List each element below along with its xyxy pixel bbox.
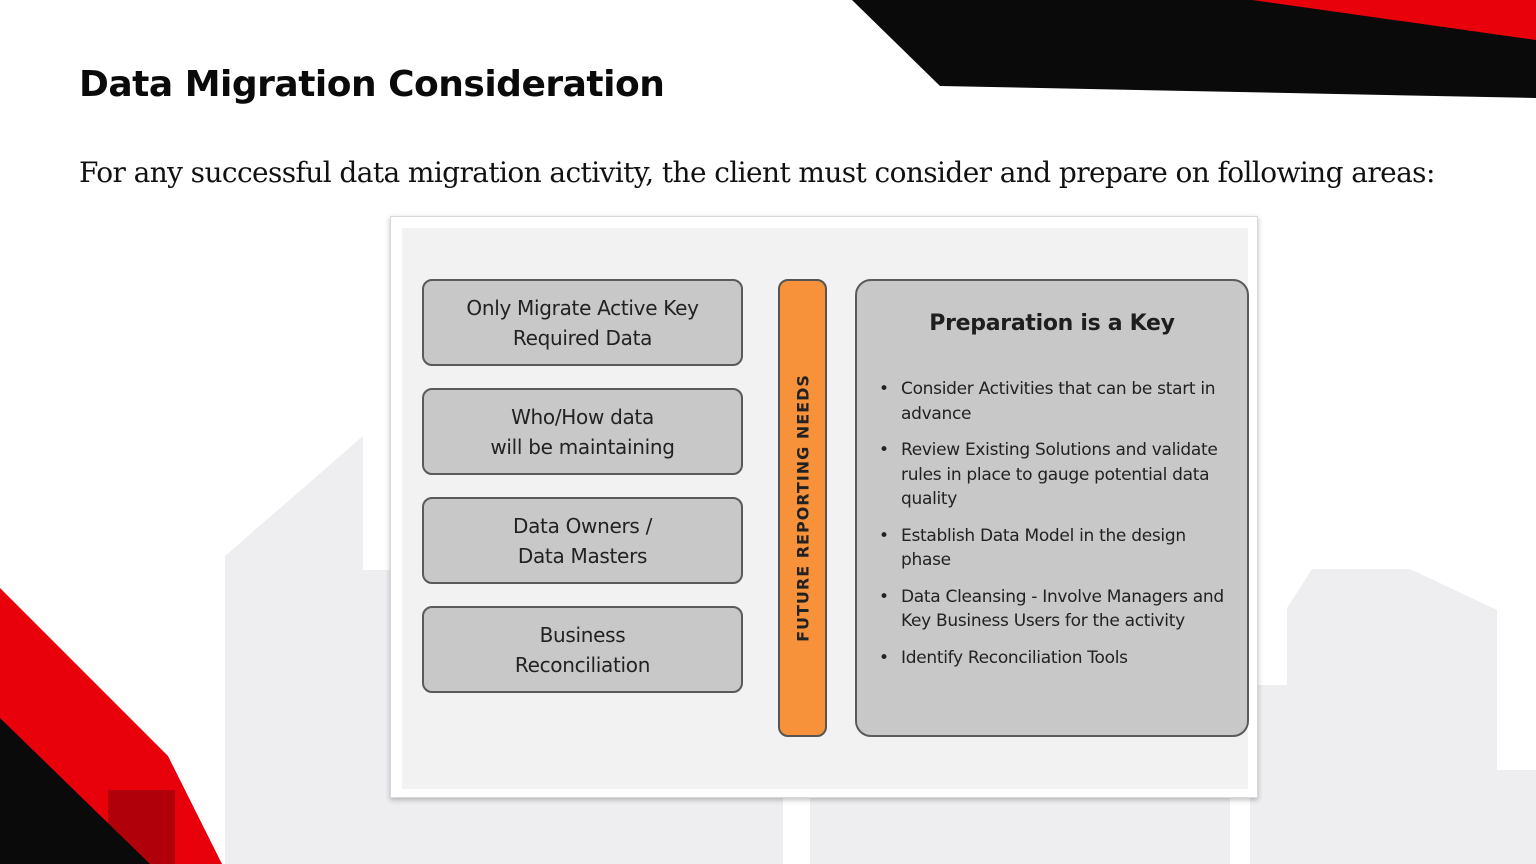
list-item: • Consider Activities that can be start i… [879, 377, 1233, 426]
panel-title: Preparation is a Key [929, 311, 1175, 336]
bullet-icon: • [879, 525, 889, 546]
box-label: Business Reconciliation [514, 622, 651, 677]
banner-red-shape [1252, 0, 1536, 40]
banner-black-shape [852, 0, 1536, 98]
diagram-figure: Only Migrate Active Key Required Data Wh… [390, 216, 1258, 798]
skyline-base-mid [810, 798, 1230, 864]
skyline-left-building [225, 436, 363, 864]
slide-subtitle: For any successful data migration activi… [79, 156, 1435, 189]
bullet-icon: • [879, 440, 889, 460]
list-item: • Identify Reconciliation Tools [879, 646, 1233, 671]
box-migrate-active-data: Only Migrate Active Key Required Data [422, 279, 743, 366]
corner-black-shape [0, 718, 150, 864]
preparation-list: • Consider Activities that can be start i… [879, 377, 1233, 682]
box-data-owners: Data Owners / Data Masters [422, 497, 743, 584]
box-label: Who/How data will be maintaining [490, 404, 675, 459]
list-item-text: Establish Data Model in the design phase [901, 525, 1186, 571]
list-item-text: Consider Activities that can be start in… [901, 379, 1216, 424]
box-data-maintenance: Who/How data will be maintaining [422, 388, 743, 475]
future-reporting-bar: FUTURE REPORTING NEEDS [778, 279, 827, 737]
diagram-canvas: Only Migrate Active Key Required Data Wh… [402, 228, 1249, 789]
skyline-base-left [363, 798, 783, 864]
list-item: • Data Cleansing - Involve Managers and K… [879, 585, 1233, 634]
list-item: • Review Existing Solutions and validate … [879, 438, 1233, 512]
box-business-reconciliation: Business Reconciliation [422, 606, 743, 693]
list-item-text: Review Existing Solutions and validate r… [901, 440, 1218, 509]
slide-title: Data Migration Consideration [79, 64, 665, 105]
preparation-panel: Preparation is a Key • Consider Activitie… [855, 279, 1249, 737]
list-item-text: Data Cleansing - Involve Managers and Ke… [901, 586, 1224, 632]
skyline-right-building [1250, 569, 1536, 864]
list-item: • Establish Data Model in the design phas… [879, 524, 1233, 573]
bullet-icon: • [879, 379, 889, 399]
corner-red-stripe [168, 756, 222, 864]
box-label: Only Migrate Active Key Required Data [466, 295, 699, 350]
bullet-icon: • [879, 586, 889, 607]
list-item-text: Identify Reconciliation Tools [901, 647, 1128, 668]
box-label: Data Owners / Data Masters [512, 513, 653, 568]
vertical-bar-label: FUTURE REPORTING NEEDS [793, 374, 812, 642]
bullet-icon: • [879, 647, 889, 668]
